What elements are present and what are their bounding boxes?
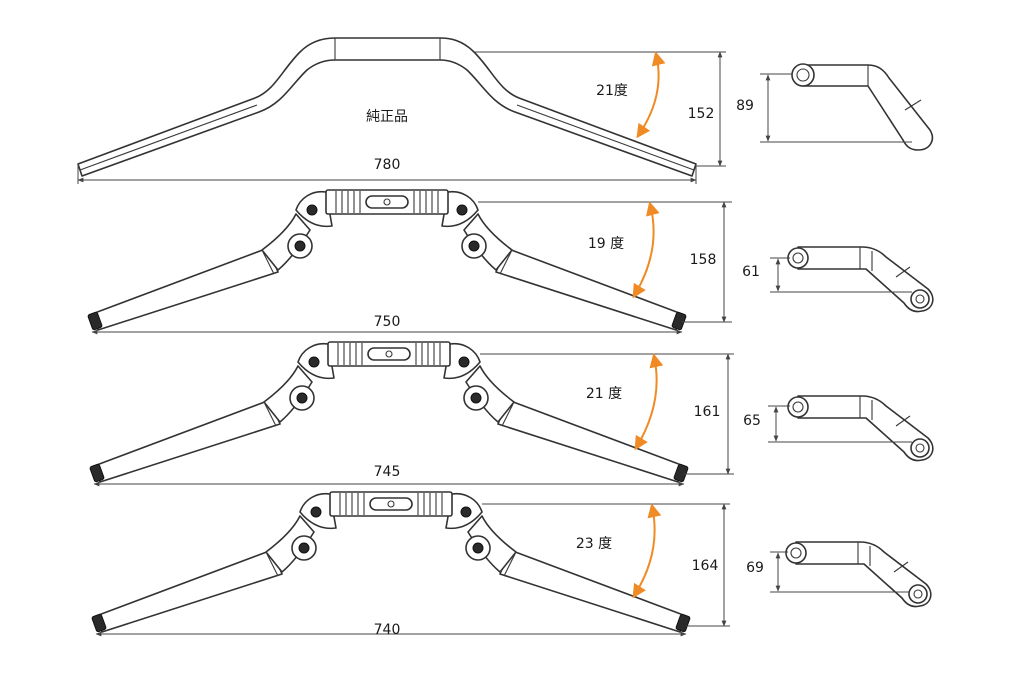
angle-label: 21 度 (586, 386, 622, 402)
side-height-label: 89 (736, 98, 754, 114)
clip-bar-side-view (785, 541, 932, 608)
row-clip-bar-3: 740 164 23 度 69 (92, 492, 932, 638)
clip-bar-front-view (92, 492, 691, 634)
height-label: 161 (694, 404, 721, 420)
clip-bar-side-view (787, 246, 934, 313)
height-dimension (474, 51, 726, 167)
stock-bar-front-view (77, 37, 697, 177)
row-clip-bar-1: 750 158 19 度 61 (88, 190, 934, 332)
side-height-label: 61 (742, 264, 760, 280)
width-label: 780 (374, 157, 401, 173)
width-dimension (77, 164, 697, 184)
width-label: 745 (374, 464, 401, 480)
row-stock-handlebar: 純正品 780 152 21度 89 (77, 37, 934, 184)
side-height-label: 69 (746, 560, 764, 576)
stock-bar-side-view (760, 63, 934, 151)
clip-bar-front-view (90, 342, 689, 484)
width-label: 740 (374, 622, 401, 638)
height-label: 164 (692, 558, 719, 574)
angle-label: 21度 (596, 83, 628, 99)
stock-bar-name: 純正品 (366, 109, 408, 125)
clip-bar-side-view (787, 395, 934, 462)
angle-label: 23 度 (576, 536, 612, 552)
width-label: 750 (374, 314, 401, 330)
angle-label: 19 度 (588, 236, 624, 252)
side-height-label: 65 (743, 413, 761, 429)
clip-bar-front-view (88, 190, 687, 332)
height-label: 158 (690, 252, 717, 268)
height-label: 152 (688, 106, 715, 122)
row-clip-bar-2: 745 161 21 度 65 (90, 342, 934, 484)
angle-dimension (636, 51, 666, 139)
